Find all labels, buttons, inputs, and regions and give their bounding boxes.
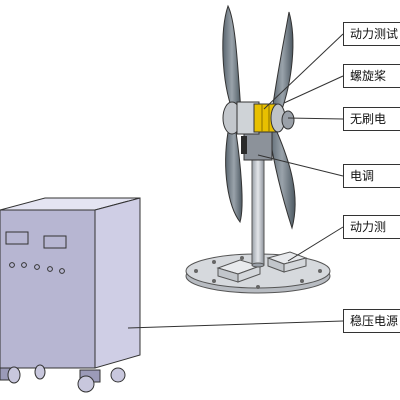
- label-esc: 电调: [343, 164, 400, 188]
- base-block-right: [266, 251, 308, 273]
- power-supply-cabinet: [0, 197, 141, 393]
- label-propeller: 螺旋桨: [343, 64, 400, 88]
- label-power-source: 动力测: [343, 215, 400, 239]
- base-block-left: [216, 259, 262, 283]
- label-regulated-supply: 稳压电源: [343, 309, 400, 333]
- support-pole: [251, 144, 265, 268]
- label-brushless-motor: 无刷电: [343, 107, 400, 131]
- leader-lines: [127, 33, 344, 329]
- motor-assembly: [222, 101, 295, 161]
- label-power-test: 动力测试: [343, 22, 400, 46]
